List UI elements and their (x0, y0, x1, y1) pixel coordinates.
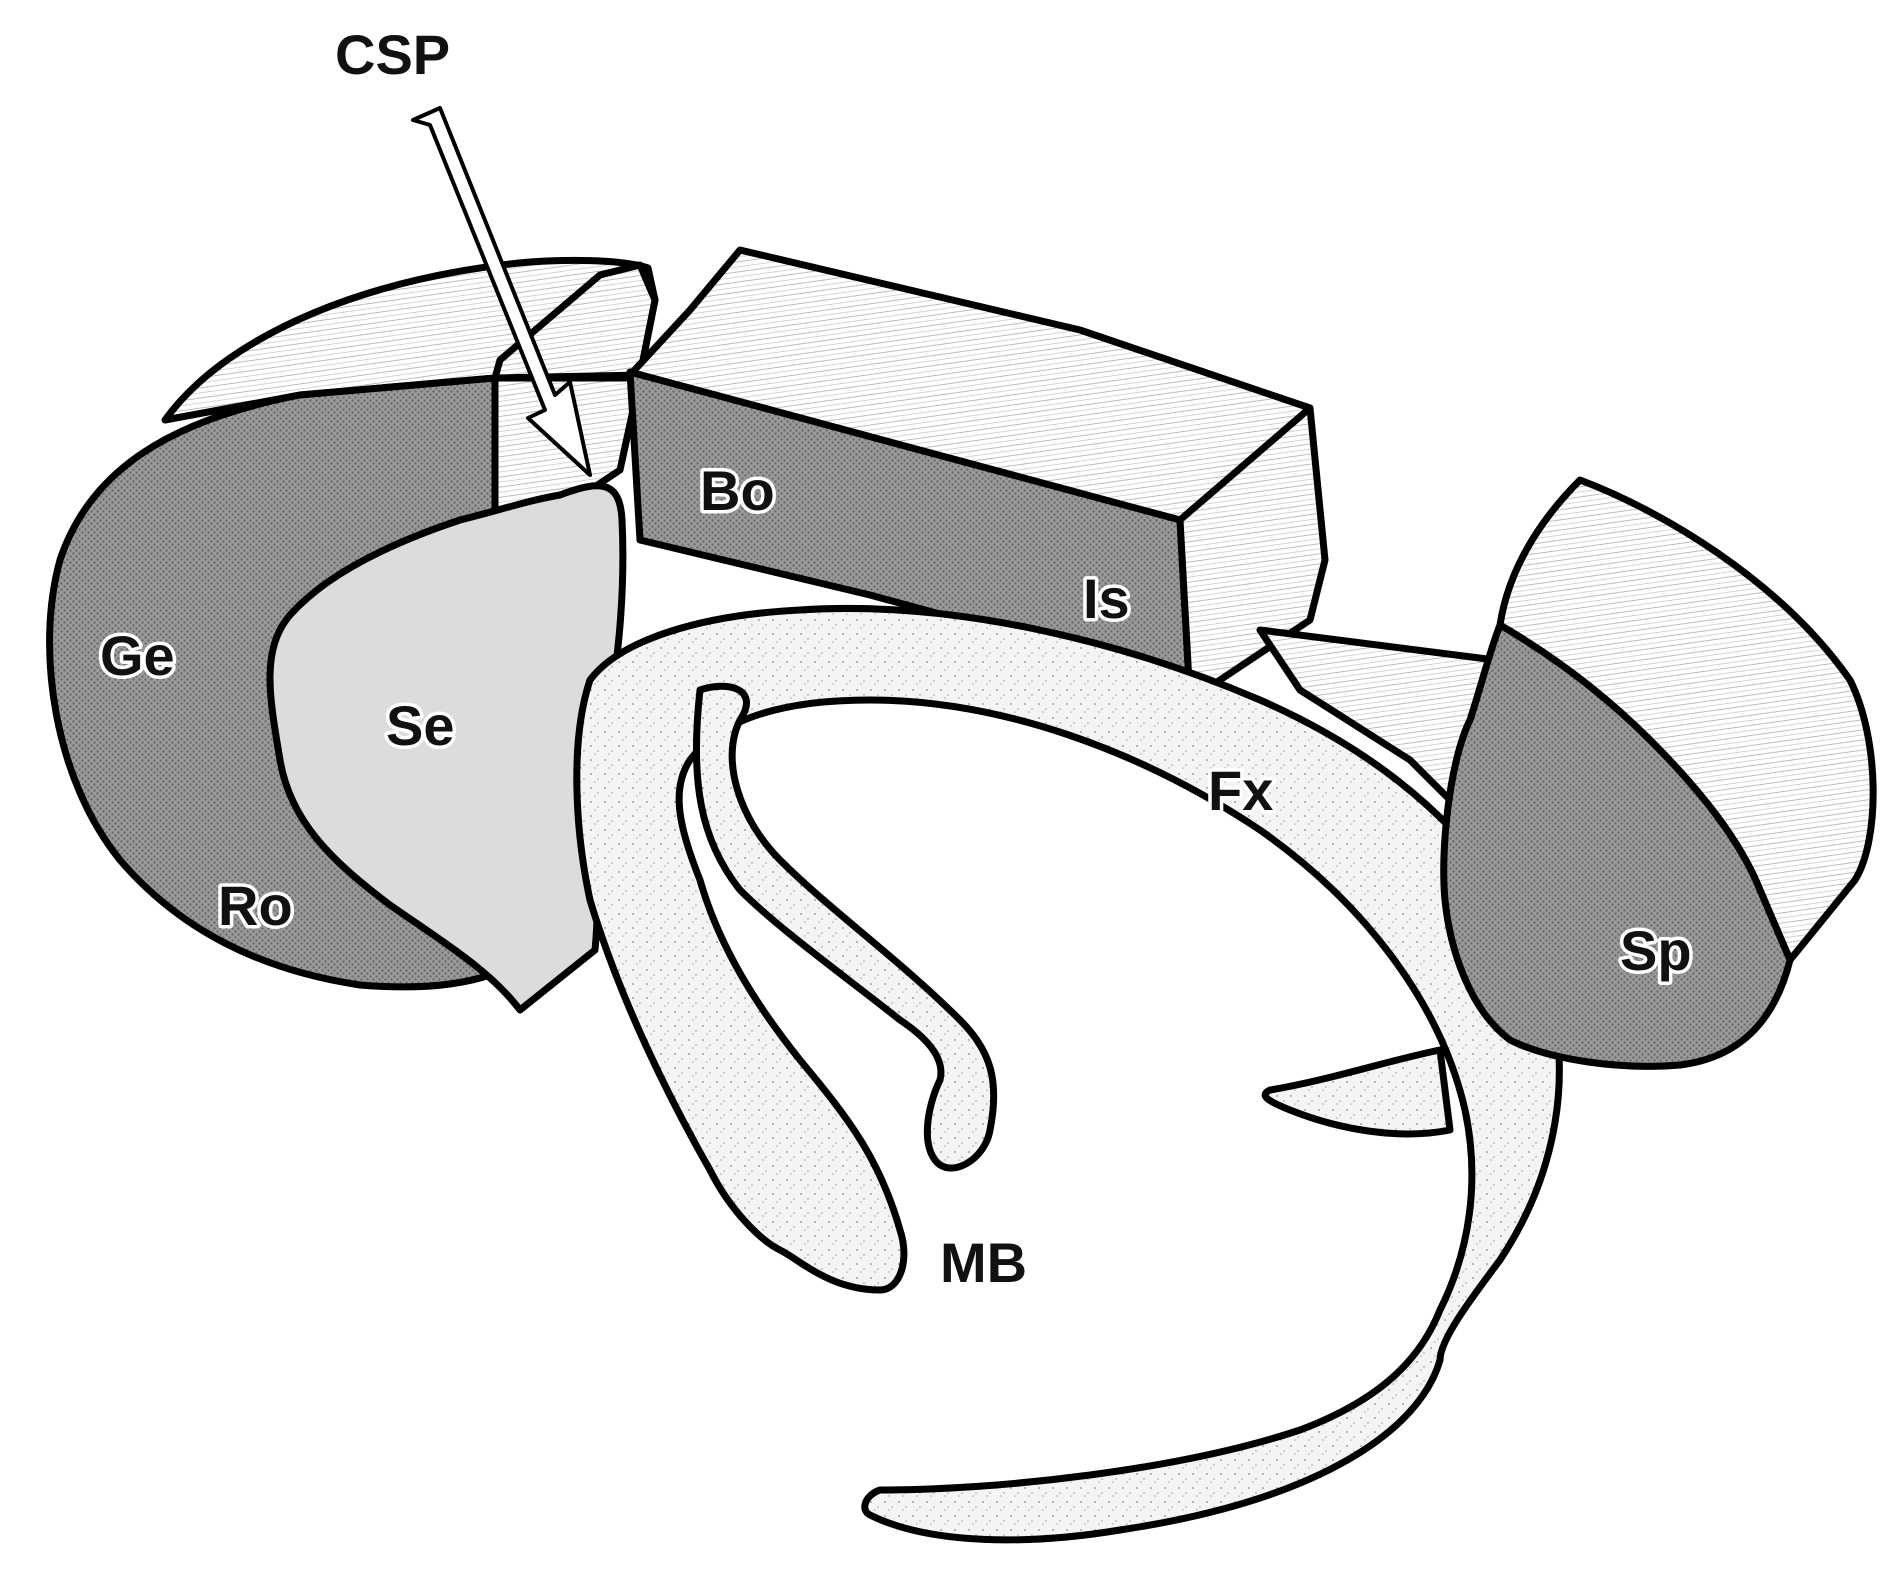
fornix-inner-column (692, 682, 998, 1172)
label-se: Se (386, 694, 455, 757)
label-sp: Sp (1620, 919, 1692, 982)
label-fx: Fx (1208, 759, 1273, 822)
septum-pellucidum (266, 482, 627, 1014)
csp-arrow (411, 106, 592, 477)
body-region (626, 246, 1329, 704)
fornix-crus-extension (1261, 1046, 1454, 1138)
label-mb: MB (940, 1231, 1027, 1294)
label-ro: Ro (218, 874, 293, 937)
label-ge: Ge (100, 624, 175, 687)
csp-arrow-shape (411, 106, 592, 477)
label-bo: Bo (700, 459, 775, 522)
splenium-region (1440, 476, 1877, 1070)
label-csp: CSP (335, 23, 450, 86)
splenium-cut-surface (1440, 621, 1794, 1070)
label-is: Is (1083, 567, 1130, 630)
